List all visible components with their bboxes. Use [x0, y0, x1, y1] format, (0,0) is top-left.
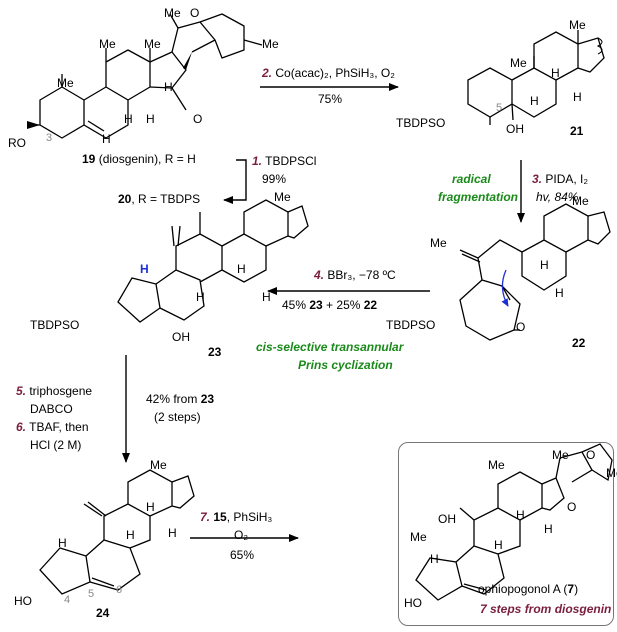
step-4-note-2: Prins cyclization: [298, 358, 393, 372]
methyl-label: Me: [99, 37, 116, 51]
product-box: [398, 442, 614, 626]
hydrogen-label: H: [430, 552, 439, 566]
compound-23-caption: 23: [208, 345, 222, 359]
hydrogen-label: H: [102, 132, 111, 146]
hydrogen-label: H: [494, 538, 503, 552]
hydroxyl-label: OH: [172, 330, 190, 344]
hydrogen-label: H: [140, 262, 149, 276]
compound-22-caption: 22: [572, 336, 586, 350]
step-5-reagent: 5. triphosgene: [16, 384, 93, 398]
step-4-yield: 45% 23 + 25% 22: [282, 298, 378, 312]
hydrogen-label: H: [58, 536, 67, 550]
methyl-label: Me: [164, 6, 181, 20]
methyl-label: Me: [57, 76, 74, 90]
hydrogen-label: H: [262, 290, 271, 304]
step-4-reagent: 4. BBr₃, −78 ºC: [314, 268, 396, 282]
step-3-conditions: hv, 84%: [536, 190, 579, 204]
hydrogen-label: H: [124, 112, 133, 126]
locant-label: 5: [88, 588, 95, 600]
locant-label: 3: [46, 132, 53, 144]
methyl-label: Me: [510, 56, 527, 70]
hydrogen-label: H: [573, 90, 582, 104]
compound-24-caption: 24: [96, 606, 110, 620]
step-7-reagent-2: O₂: [234, 528, 248, 542]
locant-label: 4: [64, 594, 71, 606]
methyl-label: Me: [150, 458, 167, 472]
hydrogen-label: H: [551, 66, 560, 80]
step-3-note-1: radical: [452, 172, 491, 186]
hydroxyl-label: OH: [438, 512, 456, 526]
hydrogen-label: H: [237, 262, 246, 276]
compound-19-caption: 19 (diosgenin), R = H: [82, 152, 196, 166]
step-2-yield: 75%: [318, 92, 343, 106]
methyl-label: Me: [430, 236, 447, 250]
compound-20-caption: 20, R = TBDPS: [118, 192, 201, 206]
methyl-label: Me: [488, 458, 505, 472]
hydrogen-label: H: [530, 94, 539, 108]
hydrogen-label: H: [196, 290, 205, 304]
methyl-label: Me: [144, 37, 161, 51]
hydrogen-label: H: [164, 80, 173, 94]
step-4-note-1: cis-selective transannular: [256, 340, 404, 354]
compound-7-caption: ophiopogonol A (7): [478, 582, 579, 596]
methyl-label: Me: [569, 18, 586, 32]
step-3-reagent: 3. PIDA, I₂: [532, 172, 589, 186]
step-2-reagent: 2. Co(acac)₂, PhSiH₃, O₂: [262, 66, 395, 80]
step-6-reagent: 6. TBAF, then: [16, 420, 89, 434]
step-7-reagent: 7. 15, PhSiH₃: [200, 510, 273, 524]
oxygen-label: O: [586, 448, 596, 462]
hydroxyl-label: OH: [506, 122, 524, 136]
methyl-label: Me: [262, 37, 279, 51]
hydroxyl-label: HO: [404, 596, 422, 610]
hydrogen-label: H: [555, 286, 564, 300]
tbdpso-label: TBDPSO: [30, 318, 80, 332]
hydrogen-label: H: [126, 528, 135, 542]
methyl-label: Me: [410, 530, 427, 544]
hydrogen-label: H: [146, 500, 155, 514]
hydrogen-label: H: [540, 258, 549, 272]
step-6-yield: 42% from 23: [146, 392, 215, 406]
step-5-reagent-2: DABCO: [30, 402, 73, 416]
step-7-yield: 65%: [230, 548, 255, 562]
ro-label: RO: [8, 136, 26, 150]
hydrogen-label: H: [146, 112, 155, 126]
oxygen-label: O: [567, 500, 577, 514]
step-3-note-2: fragmentation: [438, 190, 519, 204]
hydroxyl-label: HO: [14, 594, 32, 608]
tbdpso-label: TBDPSO: [386, 318, 436, 332]
oxygen-label: O: [190, 6, 200, 20]
methyl-label: Me: [552, 448, 569, 462]
oxygen-label: O: [516, 320, 526, 334]
methyl-label: Me: [274, 190, 291, 204]
hydrogen-label: H: [544, 522, 553, 536]
locant-label: 6: [116, 584, 123, 596]
step-6-steps: (2 steps): [154, 410, 201, 424]
methyl-label: Me: [572, 194, 589, 208]
step-6-reagent-2: HCl (2 M): [30, 438, 82, 452]
hydrogen-label: H: [516, 508, 525, 522]
oxygen-label: O: [193, 112, 203, 126]
tbdpso-label: TBDPSO: [396, 116, 446, 130]
step-1-yield: 99%: [262, 172, 287, 186]
hydrogen-label: H: [168, 526, 177, 540]
footer-note: 7 steps from diosgenin: [480, 602, 612, 616]
compound-21-caption: 21: [570, 124, 584, 138]
locant-label: 5: [496, 102, 503, 114]
methyl-label: Me: [606, 466, 617, 480]
step-1-reagent: 1. TBDPSCl: [252, 154, 317, 168]
